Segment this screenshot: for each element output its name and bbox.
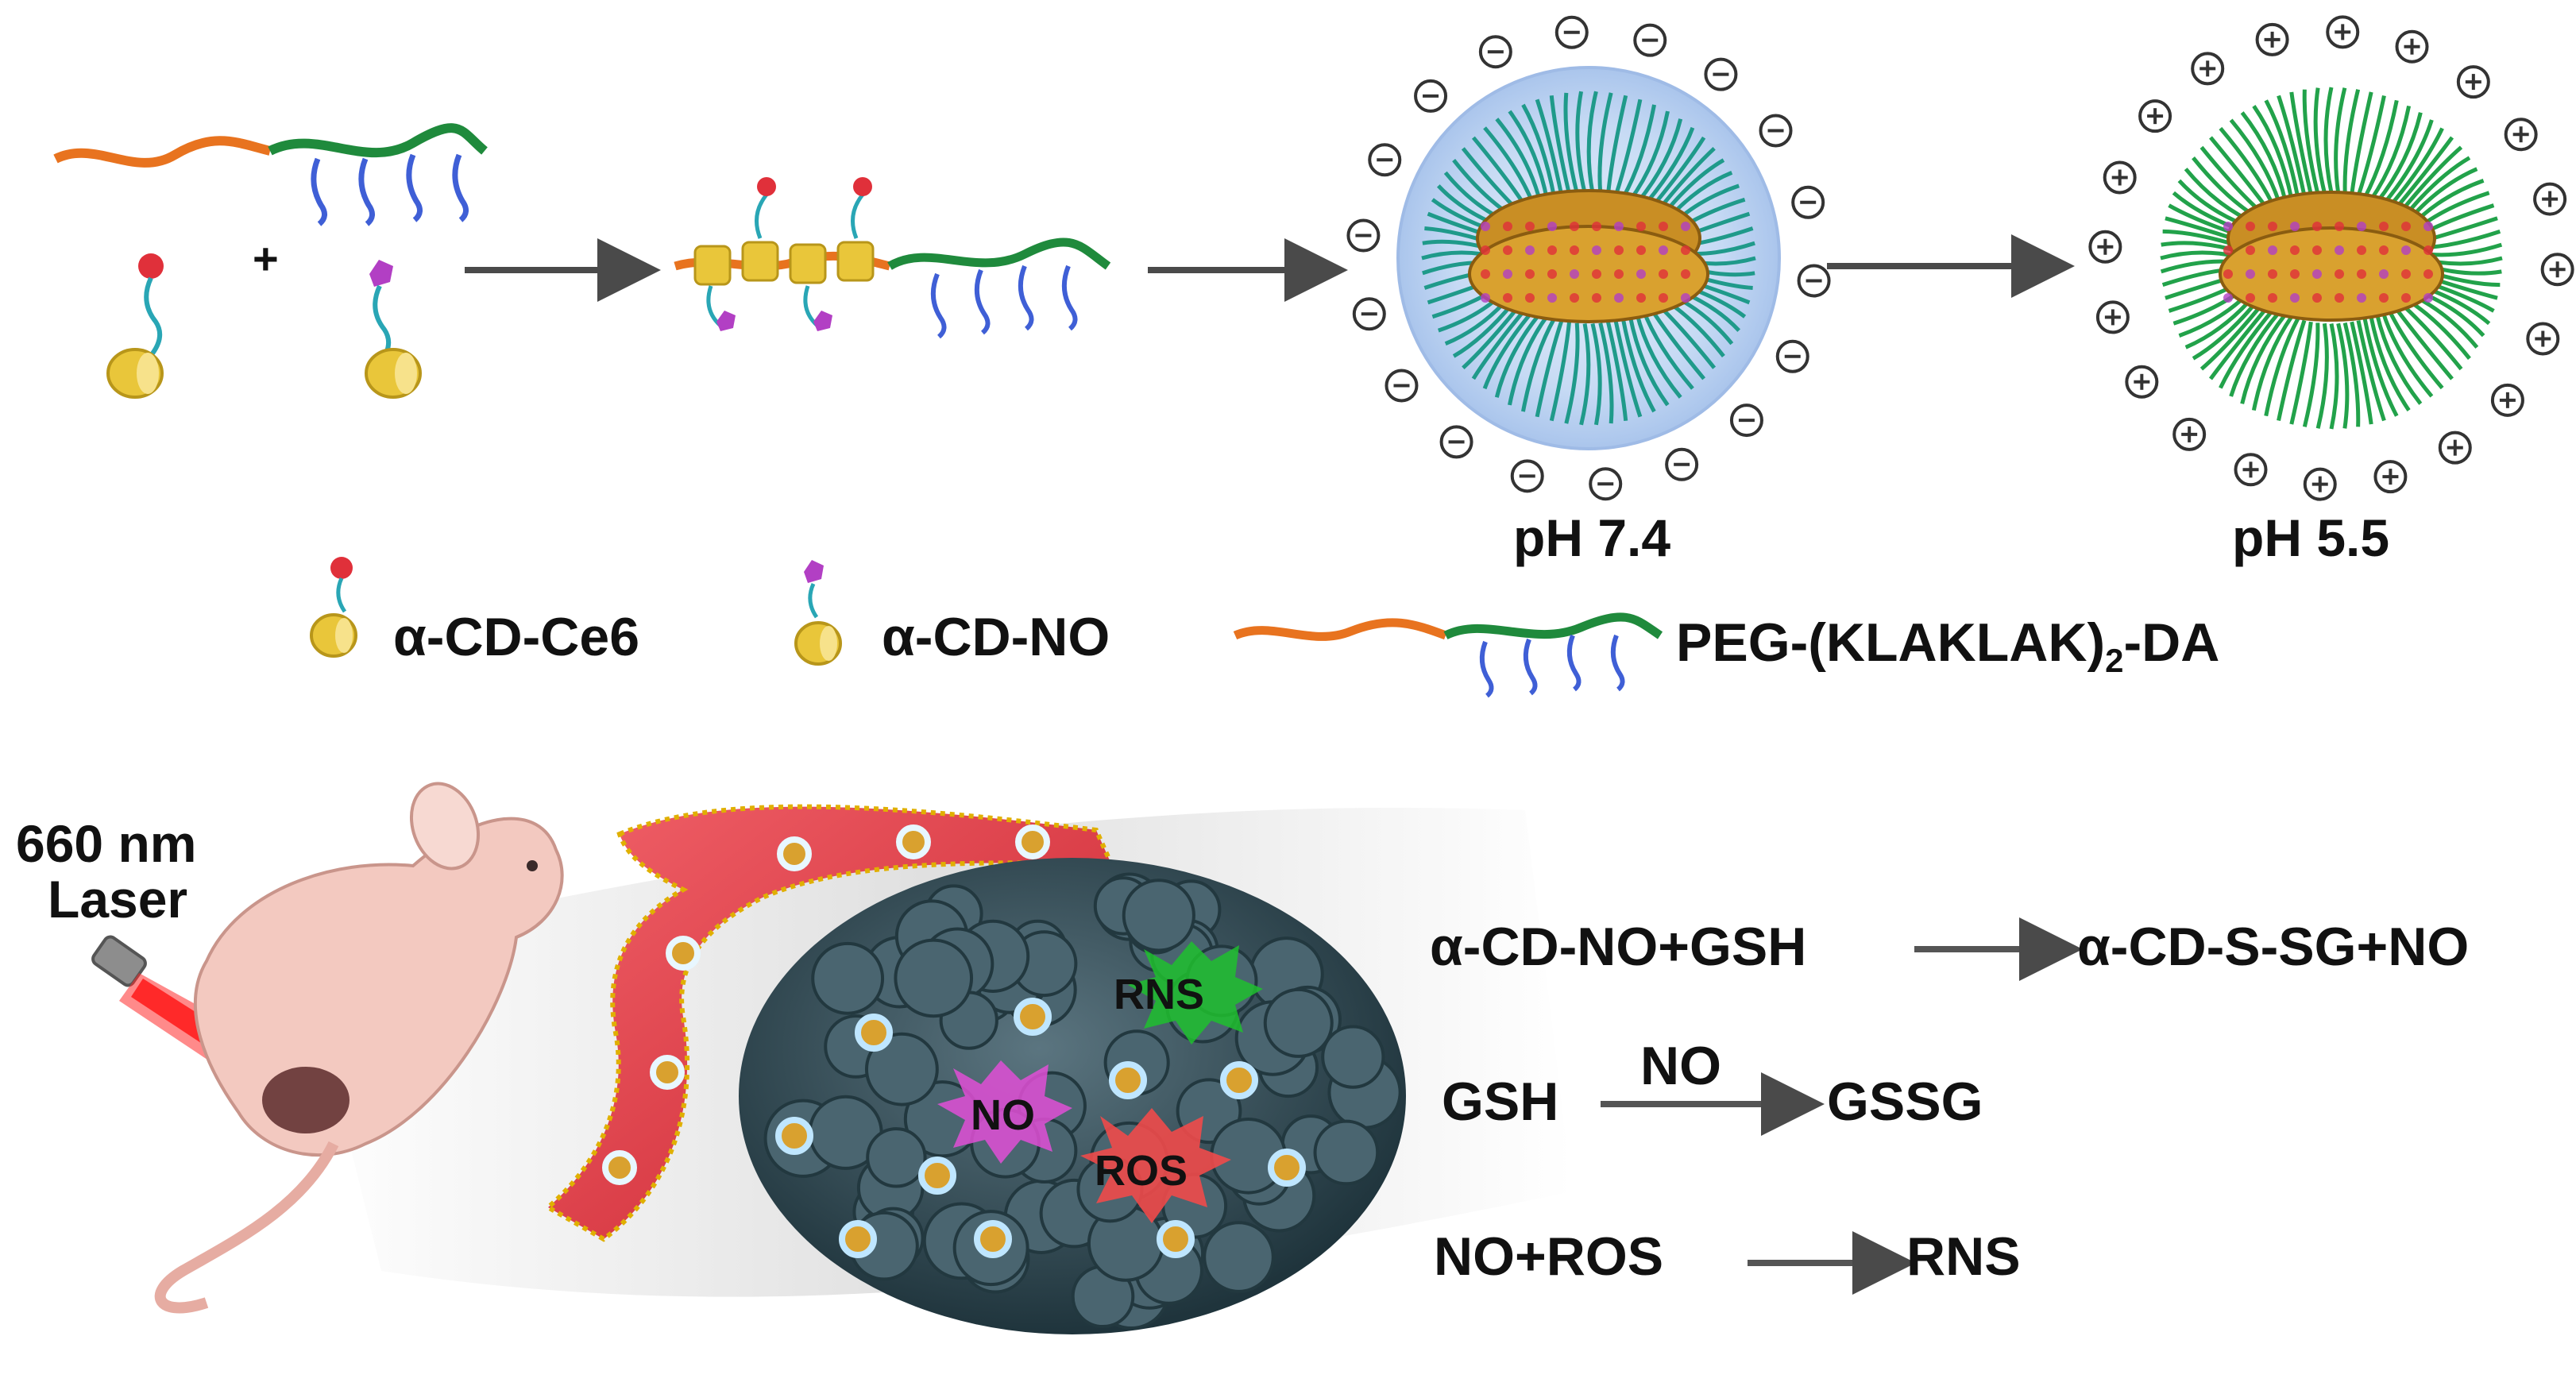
label-ph-acidic: pH 5.5	[2232, 508, 2389, 567]
plus-sign: +	[253, 234, 279, 284]
reaction-1-left: α-CD-NO+GSH	[1430, 917, 1806, 977]
laser-label-line1: 660 nm	[16, 814, 196, 873]
legend-label-cd-no: α-CD-NO	[882, 607, 1110, 667]
legend-label-cd-ce6: α-CD-Ce6	[393, 607, 639, 667]
nanoparticle-neutral	[1398, 68, 1779, 449]
reaction-2-right: GSSG	[1827, 1072, 1983, 1132]
legend-cd-ce6	[311, 557, 356, 656]
nanoparticle-acidic	[2161, 87, 2502, 429]
reaction-1-right: α-CD-S-SG+NO	[2077, 917, 2469, 977]
reaction-2-left: GSH	[1442, 1072, 1558, 1132]
reaction-2-above: NO	[1640, 1036, 1721, 1096]
legend-label-polymer: PEG-(KLAKLAK)2-DA	[1676, 612, 2219, 679]
label-ph-neutral: pH 7.4	[1513, 508, 1670, 567]
svg-text:RNS: RNS	[1114, 971, 1204, 1018]
svg-text:NO: NO	[971, 1091, 1035, 1139]
cd-no-molecule	[366, 260, 420, 397]
reaction-3-left: NO+ROS	[1434, 1226, 1663, 1287]
cd-ce6-molecule	[108, 253, 164, 397]
legend-cd-no	[796, 560, 840, 664]
polypseudorotaxane	[675, 177, 1108, 337]
reaction-3-right: RNS	[1906, 1226, 2021, 1287]
reaction-1: α-CD-NO+GSH α-CD-S-SG+NO	[1430, 917, 2469, 977]
laser-label-line2: Laser	[48, 870, 187, 929]
polymer-chain-top	[56, 128, 485, 224]
svg-text:ROS: ROS	[1095, 1147, 1188, 1195]
reaction-3: NO+ROS RNS	[1434, 1226, 2021, 1287]
legend-polymer	[1235, 617, 1660, 696]
